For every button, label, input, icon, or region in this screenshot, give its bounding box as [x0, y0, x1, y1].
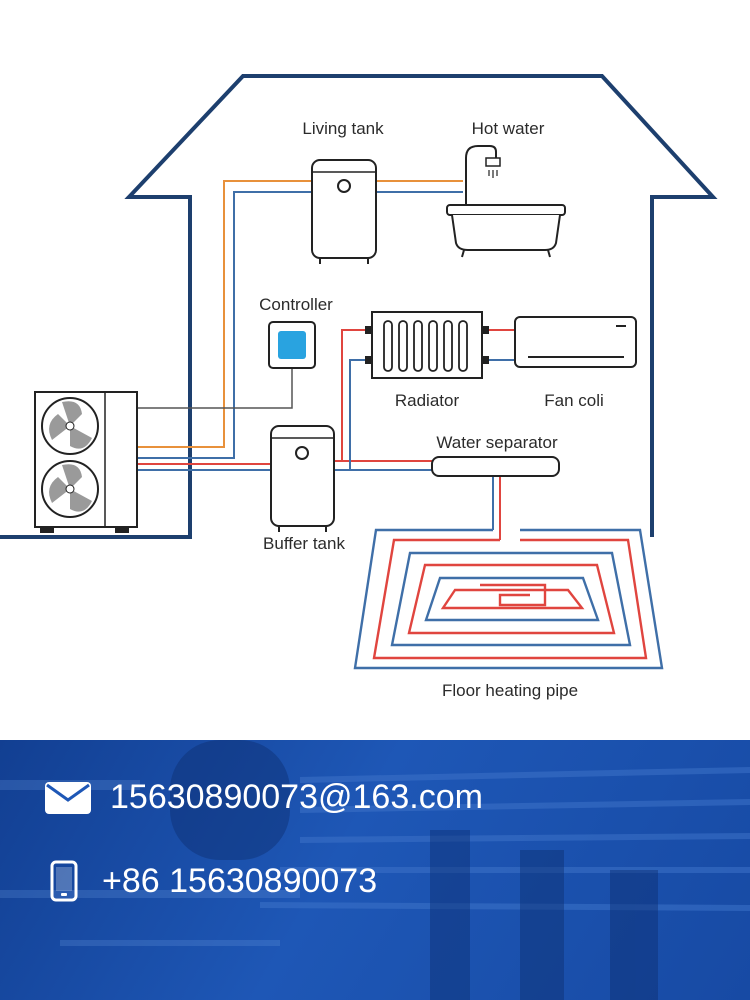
- house-outline: [0, 74, 718, 539]
- label-hot-water: Hot water: [472, 119, 545, 138]
- contact-band: 15630890073@163.com +86 15630890073: [0, 740, 750, 1000]
- factory-background: [0, 740, 750, 1000]
- fan-coil: [514, 316, 637, 368]
- phone-row: +86 15630890073: [50, 860, 377, 902]
- phone-icon: [50, 860, 78, 902]
- label-radiator: Radiator: [395, 391, 460, 410]
- label-fan-coil: Fan coli: [544, 391, 604, 410]
- label-floor-heating-pipe: Floor heating pipe: [442, 681, 578, 700]
- controller: [268, 321, 316, 369]
- label-water-separator: Water separator: [436, 433, 558, 452]
- radiator: [365, 311, 489, 379]
- label-buffer-tank: Buffer tank: [263, 534, 345, 553]
- label-living-tank: Living tank: [302, 119, 384, 138]
- buffer-tank: [270, 425, 335, 532]
- floor-heating-pipe: [353, 528, 664, 670]
- heating-system-diagram: Living tank Hot water Controller Radiato…: [0, 74, 718, 700]
- water-separator: [431, 456, 560, 477]
- email-row: 15630890073@163.com: [44, 778, 483, 817]
- fan-icon: [41, 460, 99, 518]
- heat-pump-unit: [34, 391, 138, 533]
- buffer-pipes: [138, 329, 515, 471]
- controller-wire: [138, 366, 293, 409]
- email-address[interactable]: 15630890073@163.com: [110, 778, 483, 816]
- fan-icon: [41, 397, 99, 455]
- bathtub: [446, 145, 566, 258]
- envelope-icon: [44, 780, 92, 816]
- label-controller: Controller: [259, 295, 333, 314]
- phone-number[interactable]: +86 15630890073: [102, 861, 378, 900]
- living-tank-pipes: [138, 180, 463, 459]
- floor-supply-pipes: [492, 476, 501, 540]
- living-tank: [311, 159, 377, 264]
